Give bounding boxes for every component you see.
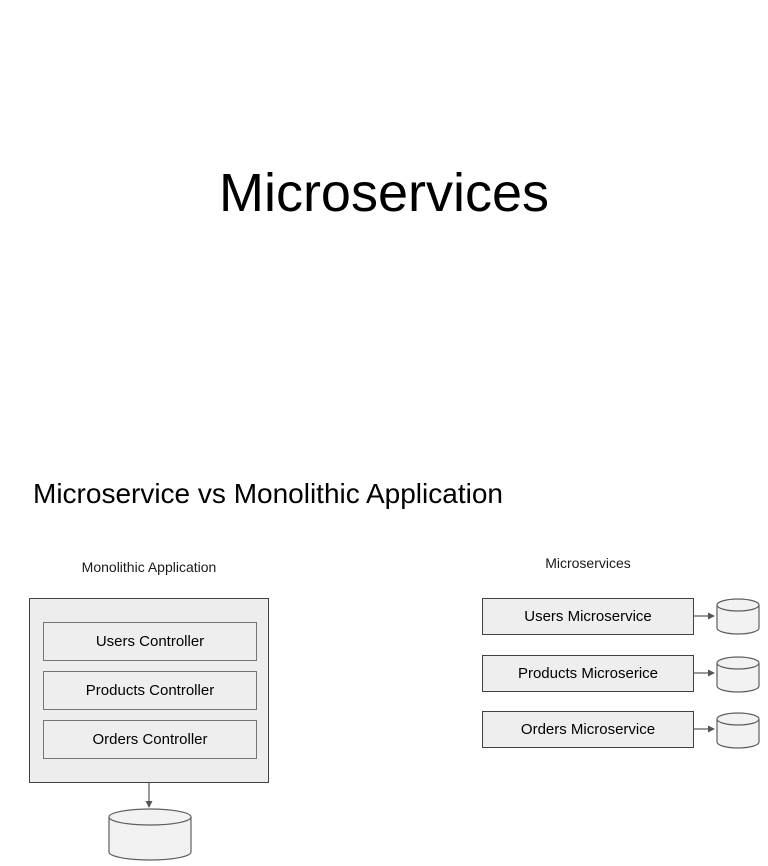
arrow-right-icon <box>693 669 715 677</box>
microservice-box-users: Users Microservice <box>482 598 694 635</box>
database-icon <box>716 656 760 693</box>
monolith-component-orders: Orders Controller <box>43 720 257 759</box>
monolith-component-users: Users Controller <box>43 622 257 661</box>
arrow-down-icon <box>145 783 153 808</box>
microservices-label: Microservices <box>545 555 631 571</box>
database-icon <box>716 598 760 635</box>
monolith-component-products: Products Controller <box>43 671 257 710</box>
microservice-box-products: Products Microserice <box>482 655 694 692</box>
monolith-container-box: Users Controller Products Controller Ord… <box>29 598 269 783</box>
arrow-right-icon <box>693 725 715 733</box>
microservice-box-orders: Orders Microservice <box>482 711 694 748</box>
document-title: Microservices <box>218 163 550 223</box>
arrow-right-icon <box>693 612 715 620</box>
monolith-label: Monolithic Application <box>81 559 217 575</box>
section-heading: Microservice vs Monolithic Application <box>33 478 503 509</box>
database-icon <box>716 712 760 749</box>
database-icon <box>108 808 192 861</box>
architecture-diagram: Monolithic Application Users Controller … <box>0 540 768 866</box>
